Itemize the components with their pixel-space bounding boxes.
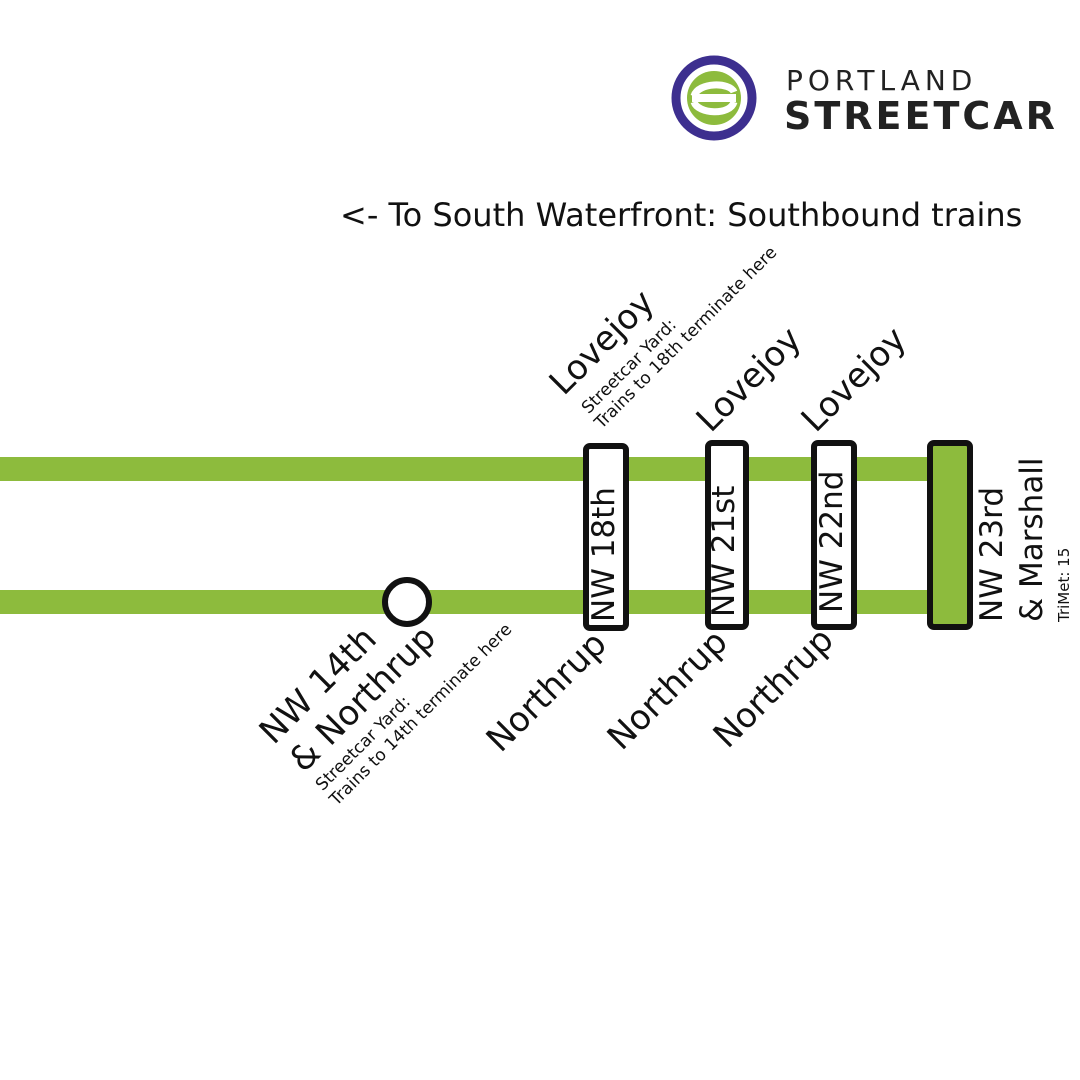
station-nw23-note: TriMet: 15 xyxy=(1055,547,1073,622)
station-nw18-name: NW 18th xyxy=(586,487,622,622)
station-nw23-name-line2: & Marshall xyxy=(1014,457,1050,622)
brand-streetcar: STREETCAR xyxy=(784,94,1058,138)
direction-label: <- To South Waterfront: Southbound train… xyxy=(340,196,1023,234)
portland-streetcar-logo-icon xyxy=(671,55,757,141)
station-nw18-marker[interactable] xyxy=(583,443,629,631)
station-nw14-marker[interactable] xyxy=(382,577,432,627)
northbound-track-line xyxy=(0,457,952,481)
station-nw21-name: NW 21st xyxy=(706,485,742,617)
station-nw21-marker[interactable] xyxy=(705,440,749,630)
station-nw23-name-line1: NW 23rd xyxy=(974,486,1010,622)
southbound-track-line xyxy=(0,590,952,614)
station-nw22-marker[interactable] xyxy=(811,440,857,630)
station-nw22-name: NW 22nd xyxy=(814,470,850,613)
brand-portland: PORTLAND xyxy=(786,64,978,97)
station-nw23-marker[interactable] xyxy=(927,440,973,630)
